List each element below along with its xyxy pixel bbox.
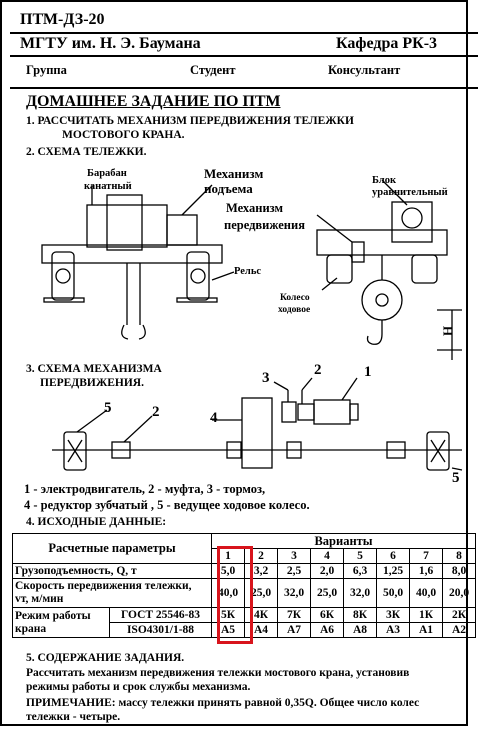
label-travel1: Механизм [226,201,284,215]
university-name: МГТУ им. Н. Э. Баумана [20,35,201,52]
divider [10,32,478,34]
variants-row: 1 2 3 4 5 6 7 8 [13,548,476,564]
label-rail: Рельс [234,266,261,277]
note-line1: ПРИМЕЧАНИЕ: массу тележки принять равной… [26,697,420,709]
task2-heading: 2. СХЕМА ТЕЛЕЖКИ. [26,146,147,158]
label-lift1: Механизм [204,166,263,181]
label-wheel1: Колесо [280,293,310,303]
num-brake: 3 [262,370,270,386]
num-wheel-left: 5 [104,400,112,416]
num-coupling-left: 2 [152,404,160,420]
params-header: Расчетные параметры [12,533,212,564]
mode-iso-row: ISO4301/1-88 А5 А4 А7 А6 А8 А3 А1 А2 [13,622,476,638]
task3-line1: 3. СХЕМА МЕХАНИЗМА [26,363,162,375]
speed-row: Скорость передвижения тележки,vт, м/мин … [12,578,476,608]
divider [10,55,478,57]
label-drum1: Барабан [87,168,127,179]
label-travel2: передвижения [224,218,305,232]
task3-line2: ПЕРЕДВИЖЕНИЯ. [40,377,144,389]
note-line2: тележки - четыре. [26,711,121,723]
label-block1: Блок [372,175,397,186]
page-title: ДОМАШНЕЕ ЗАДАНИЕ ПО ПТМ [26,93,281,110]
student-label: Студент [190,63,236,77]
mechanism-scheme: 1 2 3 4 5 2 5 [52,362,463,486]
group-label: Группа [26,63,67,77]
task5-text2: режимы работы и срок службы механизма. [26,681,251,693]
consultant-label: Консультант [328,63,401,77]
speed-label: Скорость передвижения тележки,vт, м/мин [12,578,212,608]
label-drum2: канатный [84,181,132,192]
label-h: H [440,326,455,336]
task1-line2: МОСТОВОГО КРАНА. [62,129,185,141]
task5-heading: 5. СОДЕРЖАНИЕ ЗАДАНИЯ. [26,652,185,664]
task5-text1: Рассчитать механизм передвижения тележки… [26,667,410,679]
task4-heading: 4. ИСХОДНЫЕ ДАННЫЕ: [26,516,167,528]
num-motor: 1 [364,364,372,380]
parameters-table: Расчетные параметры Варианты 1 2 3 4 5 6… [12,533,476,638]
legend-line1: 1 - электродвигатель, 2 - муфта, 3 - тор… [24,482,266,496]
iso-label: ISO4301/1-88 [109,622,212,638]
label-lift2: подъема [204,181,253,196]
sheet-code: ПТМ-ДЗ-20 [20,11,105,28]
trolley-diagram: Барабан канатный Механизм подъема Механи… [41,166,462,360]
num-wheel-right: 5 [452,470,460,486]
gost-label: ГОСТ 25546-83 [109,607,212,623]
variant-1-highlight [217,546,253,644]
task1-line1: 1. РАССЧИТАТЬ МЕХАНИЗМ ПЕРЕДВИЖЕНИЯ ТЕЛЕ… [26,115,354,127]
load-label: Грузоподъемность, Q, т [12,563,212,579]
divider [10,87,478,89]
sheet-frame [0,0,468,726]
department-name: Кафедра РК-3 [336,35,438,52]
num-coupling: 2 [314,362,322,378]
num-reducer: 4 [210,410,218,426]
legend-line2: 4 - редуктор зубчатый , 5 - ведущее ходо… [24,498,310,512]
label-block2: уравнительный [372,187,448,198]
label-wheel2: ходовое [278,305,310,315]
